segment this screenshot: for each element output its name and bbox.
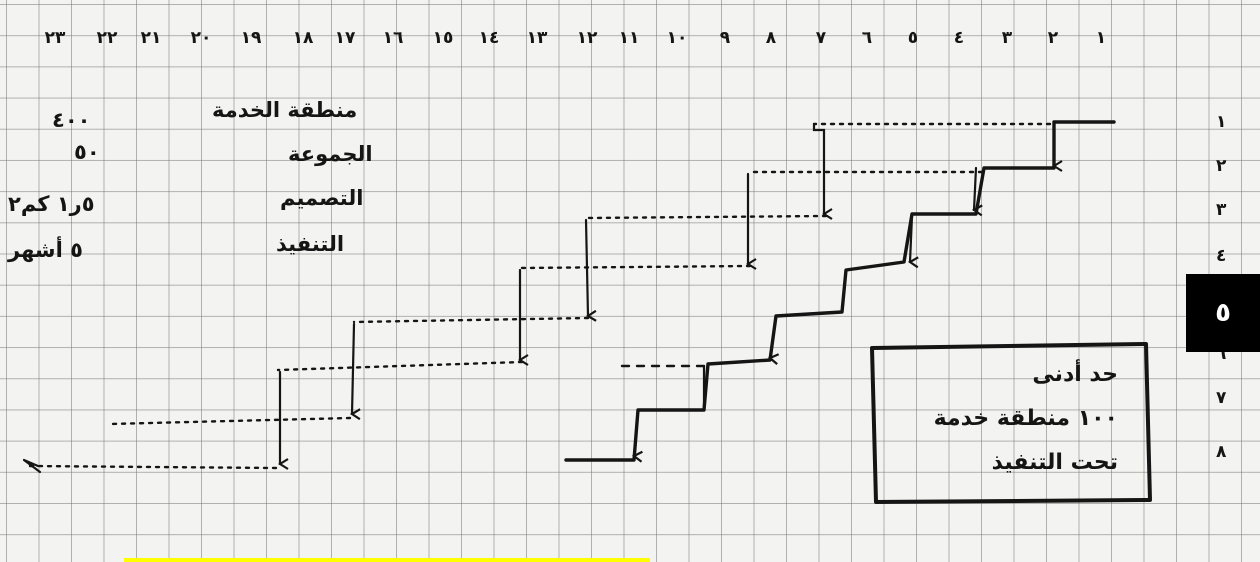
note-line: تحت التنفيذ [992, 450, 1118, 475]
note-box: حد أدنى ١٠٠ منطقة خدمة تحت التنفيذ [868, 340, 1154, 506]
highlight-mark [124, 558, 650, 562]
note-line: ١٠٠ منطقة خدمة [934, 406, 1118, 431]
note-line: حد أدنى [1032, 362, 1118, 387]
